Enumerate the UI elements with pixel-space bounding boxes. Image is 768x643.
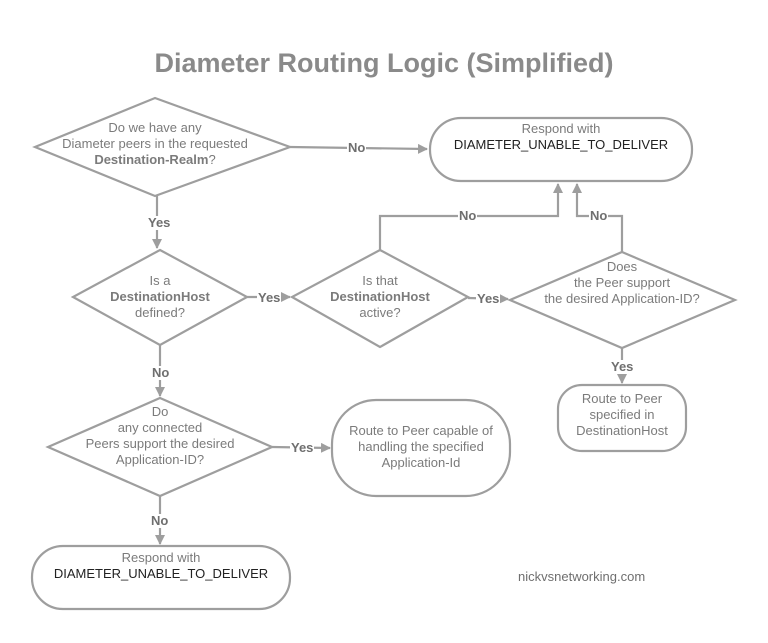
decision-dest-host-active-line3: active? (359, 305, 401, 320)
terminal-route-capable-line2: handling the specified (358, 439, 484, 454)
decision-any-peers-support: Do any connected Peers support the desir… (70, 404, 250, 468)
decision-dest-host-defined-line1: Is a (149, 273, 171, 288)
edge-label-realm-no: No (347, 140, 367, 155)
terminal-unable-bottom-line1: Respond with (121, 550, 201, 565)
terminal-unable-top: Respond with DIAMETER_UNABLE_TO_DELIVER (430, 121, 692, 153)
diagram-title: Diameter Routing Logic (Simplified) (154, 48, 614, 78)
edge-label-active-no: No (458, 208, 478, 223)
terminal-route-capable-line1: Route to Peer capable of (349, 423, 493, 438)
terminal-unable-bottom: Respond with DIAMETER_UNABLE_TO_DELIVER (32, 550, 290, 582)
decision-peers-realm-line1: Do we have any (108, 120, 202, 135)
terminal-route-dest-host-line1: Route to Peer (581, 391, 663, 406)
terminal-unable-top-shape (428, 116, 694, 183)
terminal-unable-bottom-code: DIAMETER_UNABLE_TO_DELIVER (53, 566, 269, 581)
terminal-route-capable-shape (330, 398, 512, 498)
decision-dest-host-defined: Is a DestinationHost defined? (90, 273, 230, 321)
decision-dest-host-active: Is that DestinationHost active? (310, 273, 450, 321)
edge-label-app-no: No (589, 208, 609, 223)
edge-label-active-yes: Yes (476, 291, 501, 306)
decision-any-peers-support-line3: Peers support the desired (85, 436, 235, 451)
credit-text: nickvsnetworking.com (518, 569, 646, 584)
terminal-route-dest-host-shape (556, 383, 688, 453)
destination-realm-term: Destination-Realm (94, 152, 209, 167)
decision-any-peers-support-line4: Application-ID? (115, 452, 205, 467)
decision-peer-supports-app: Does the Peer support the desired Applic… (522, 259, 722, 307)
edge-label-defined-yes: Yes (257, 290, 282, 305)
decision-peers-realm-line2: Diameter peers in the requested (62, 136, 248, 151)
decision-dest-host-active-line1: Is that (362, 273, 398, 288)
edge-label-app-yes: Yes (610, 359, 635, 374)
decision-dest-host-active-term: DestinationHost (330, 289, 430, 304)
terminal-route-capable: Route to Peer capable of handling the sp… (332, 423, 510, 471)
decision-dest-host-defined-term: DestinationHost (110, 289, 210, 304)
decision-peer-supports-app-line3: the desired Application-ID? (544, 291, 700, 306)
decision-dest-host-defined-line3: defined? (135, 305, 185, 320)
decision-peer-supports-app-line2: the Peer support (573, 275, 671, 290)
decision-any-peers-support-line1: Do (151, 404, 169, 419)
terminal-route-dest-host: Route to Peer specified in DestinationHo… (558, 391, 686, 439)
edge-label-defined-no: No (151, 365, 171, 380)
decision-dest-host-active-shape (289, 248, 471, 349)
edge-label-realm-yes: Yes (147, 215, 172, 230)
edge-label-any-no: No (150, 513, 170, 528)
terminal-route-capable-line3: Application-Id (381, 455, 461, 470)
terminal-unable-bottom-shape (30, 544, 292, 611)
decision-peers-realm: Do we have any Diameter peers in the req… (55, 120, 255, 168)
terminal-unable-top-code: DIAMETER_UNABLE_TO_DELIVER (453, 137, 669, 152)
decision-peers-realm-suffix: ? (208, 152, 216, 167)
decision-any-peers-support-line2: any connected (117, 420, 203, 435)
decision-peer-supports-app-line1: Does (606, 259, 638, 274)
terminal-unable-top-line1: Respond with (521, 121, 601, 136)
decision-peers-realm-shape (32, 96, 294, 198)
terminal-route-dest-host-line2: specified in (589, 407, 655, 422)
terminal-route-dest-host-line3: DestinationHost (576, 423, 668, 438)
edge-label-any-yes: Yes (290, 440, 315, 455)
